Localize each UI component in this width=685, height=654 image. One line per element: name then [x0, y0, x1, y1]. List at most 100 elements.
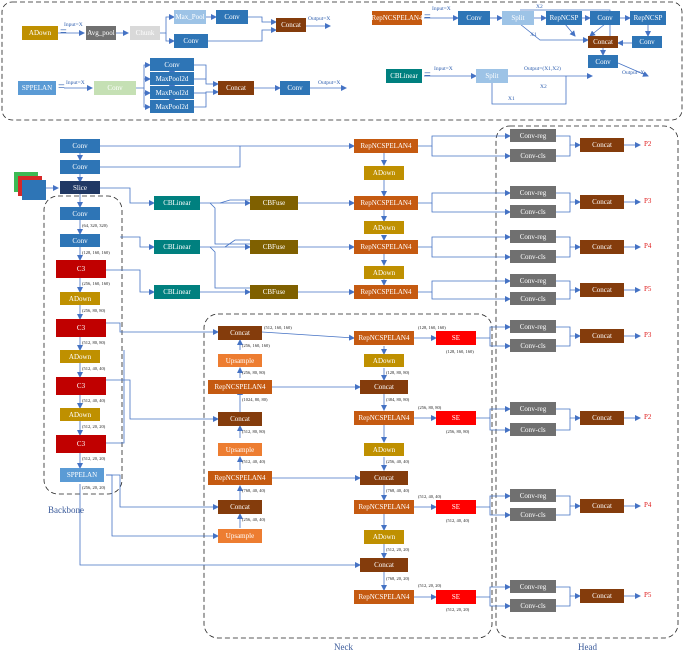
dim-bb-10: (256, 20, 20) [82, 485, 106, 490]
dim-neck-rep2: (768, 40, 40) [242, 488, 266, 493]
backbone-c3-4: C3 [56, 435, 106, 453]
legend-rep-x2: X2 [536, 4, 543, 10]
head-output-label: P5 [644, 285, 652, 293]
head-concat: Concat [580, 138, 624, 152]
legend-repncsp-a: RepNCSP [546, 11, 582, 25]
head-conv-cls: Conv-cls [510, 508, 556, 521]
head-conv-reg: Conv-reg [510, 489, 556, 502]
cbfuse-3: CBFuse [250, 285, 298, 299]
legend-rep-conv-r: Conv [632, 36, 662, 48]
legend-sppelan-conv-in: Conv [94, 81, 136, 95]
legend-rep-x1: X1 [530, 32, 537, 38]
dim-bb-9: (512, 20, 20) [82, 456, 106, 461]
dim-neck-up1: (256, 160, 160) [242, 343, 270, 348]
legend-maxpool: Max_Pool [174, 10, 206, 24]
head-conv-cls: Conv-cls [510, 423, 556, 436]
head-conv-reg: Conv-reg [510, 402, 556, 415]
neck-se-4: SE [436, 590, 476, 604]
head-output-label: P2 [644, 140, 652, 148]
neck-rep-3: RepNCSPELAN4 [354, 331, 414, 345]
backbone-conv-2: Conv [60, 234, 100, 247]
head-concat: Concat [580, 589, 624, 603]
head-conv-cls: Conv-cls [510, 250, 556, 263]
neck-rep-5: RepNCSPELAN4 [354, 500, 414, 514]
head-output-label: P3 [644, 331, 652, 339]
legend-equals-cblinear: = [424, 67, 431, 81]
neck-upsample-3: Upsample [218, 529, 262, 543]
legend-rep-split: Split [502, 11, 534, 25]
backbone-c3-1: C3 [56, 260, 106, 278]
head-concat: Concat [580, 411, 624, 425]
head-conv-reg: Conv-reg [510, 274, 556, 287]
dim-neck-rep5: (512, 40, 40) [418, 494, 442, 499]
legend-rep-conv-a: Conv [590, 11, 620, 25]
dim-bb-6: (512, 40, 40) [82, 366, 106, 371]
aux-rep-4: RepNCSPELAN4 [354, 285, 418, 299]
legend-mp3: MaxPool2d [150, 100, 194, 113]
legend-repncsp-b: RepNCSP [630, 11, 666, 25]
aux-adown-1: ADown [364, 166, 404, 180]
aux-rep-2: RepNCSPELAN4 [354, 196, 418, 210]
backbone-sppelan: SPPELAN [60, 468, 104, 482]
legend-cblinear-x1: X1 [508, 96, 515, 102]
dim-neck-rep1: (1024, 80, 80) [242, 397, 268, 402]
legend-rep-concat: Concat [588, 36, 618, 48]
legend-rep-title: RepNCSPELAN4 [372, 11, 422, 25]
head-conv-reg: Conv-reg [510, 186, 556, 199]
legend-cblinear-output: Output=(X1,X2) [524, 66, 561, 72]
neck-adown-1: ADown [364, 354, 404, 367]
legend-equals-rep: = [424, 9, 431, 23]
legend-equals-sppelan: = [58, 79, 65, 93]
head-output-label: P4 [644, 501, 652, 509]
backbone-c3-2: C3 [56, 319, 106, 337]
cbfuse-1: CBFuse [250, 196, 298, 210]
dim-neck-se4: (512, 20, 20) [446, 607, 470, 612]
head-concat: Concat [580, 329, 624, 343]
neck-adown-3: ADown [364, 530, 404, 544]
legend-adown-concat: Concat [276, 18, 306, 32]
head-conv-reg: Conv-reg [510, 230, 556, 243]
dim-neck-rep6: (512, 20, 20) [418, 583, 442, 588]
dim-bb-2: (128, 160, 160) [82, 250, 110, 255]
dim-bb-3: (256, 160, 160) [82, 281, 110, 286]
dim-neck-concat6: (768, 20, 20) [386, 576, 410, 581]
neck-concat-5: Concat [360, 471, 408, 485]
dim-bb-7: (512, 40, 40) [82, 398, 106, 403]
aux-rep-1: RepNCSPELAN4 [354, 139, 418, 153]
neck-adown-2: ADown [364, 443, 404, 456]
dim-neck-up1b: (256, 80, 80) [242, 370, 266, 375]
legend-sppelan-title: SPPELAN [18, 81, 56, 95]
legend-avgpool: Avg_pool [86, 26, 116, 40]
legend-rep-output: Output=X [622, 70, 645, 76]
backbone-title: Backbone [48, 505, 84, 515]
legend-mp2: MaxPool2d [150, 86, 194, 99]
legend-cblinear-input: Input=X [434, 66, 453, 72]
dim-bb-1: (64, 320, 320) [82, 223, 108, 228]
head-conv-cls: Conv-cls [510, 599, 556, 612]
legend-frame [1, 1, 683, 121]
backbone-adown-1: ADown [60, 292, 100, 305]
head-conv-reg: Conv-reg [510, 580, 556, 593]
backbone-c3-3: C3 [56, 377, 106, 395]
legend-sppelan-conv-out: Conv [280, 81, 310, 95]
legend-cblinear-x2: X2 [540, 84, 547, 90]
legend-cblinear-split: Split [476, 69, 508, 83]
dim-neck-adown2: (256, 40, 40) [386, 459, 410, 464]
neck-concat-4: Concat [360, 380, 408, 394]
dim-neck-adown1: (128, 80, 80) [386, 370, 410, 375]
top-conv-2: Conv [60, 160, 100, 174]
neck-se-2: SE [436, 411, 476, 425]
head-conv-cls: Conv-cls [510, 205, 556, 218]
cbfuse-2: CBFuse [250, 240, 298, 254]
dim-neck-concat4: (384, 80, 80) [386, 397, 410, 402]
legend-sppelan-input: Input=X [66, 80, 85, 86]
dim-neck-adown3: (512, 20, 20) [386, 547, 410, 552]
head-frame [495, 125, 679, 639]
dim-neck-rep3: (128, 160, 160) [418, 325, 446, 330]
head-concat: Concat [580, 283, 624, 297]
legend-sppelan-conv-top: Conv [150, 58, 194, 71]
dim-neck-up2: (512, 40, 40) [242, 459, 266, 464]
backbone-frame [43, 195, 123, 495]
legend-rep-conv-out: Conv [588, 55, 618, 68]
